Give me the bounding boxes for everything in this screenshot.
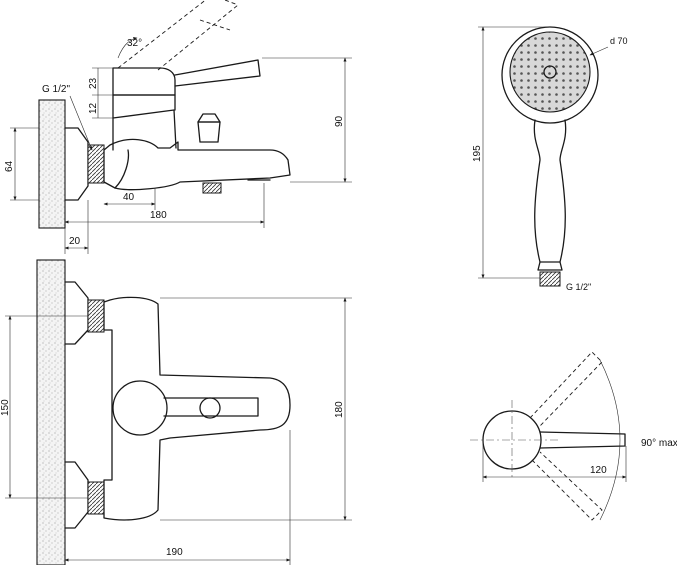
thread-nut	[87, 144, 105, 184]
nut-lower	[87, 481, 105, 515]
shower-head-view: d 70 195 G 1/2"	[472, 26, 628, 292]
dim-20-label: 20	[69, 236, 81, 247]
lever-base	[112, 67, 176, 96]
lever-arm-top	[539, 431, 626, 449]
diverter-knob	[197, 121, 221, 143]
dim-195-label: 195	[472, 145, 483, 162]
dim-120-label: 120	[590, 465, 607, 476]
handle-end	[537, 261, 563, 271]
mixer-body	[103, 138, 291, 191]
dim-180-front-label: 180	[334, 401, 345, 418]
thread-label-shower: G 1/2"	[566, 282, 591, 292]
dim-12-label: 12	[88, 102, 99, 114]
dim-23-label: 23	[88, 77, 99, 89]
escutcheon-lower	[64, 461, 89, 529]
side-view: 32° 23 12 G 1/2" 64 90 40 180 20	[4, 0, 352, 254]
lever-arm	[174, 59, 261, 87]
hose-connector	[539, 271, 561, 287]
wall-section	[38, 99, 66, 229]
dim-150-label: 150	[0, 399, 11, 416]
dim-190-label: 190	[166, 547, 183, 558]
escutcheon-upper	[64, 281, 89, 345]
mixer-body-front	[103, 296, 291, 521]
lever-raised-detail	[199, 19, 231, 31]
lever-cap-circle	[112, 380, 168, 436]
thread-label-side: G 1/2"	[42, 84, 70, 95]
angle-arc	[117, 37, 138, 59]
escutcheon	[64, 127, 89, 201]
front-view: 150 180 190	[0, 259, 352, 565]
dim-180-label: 180	[150, 210, 167, 221]
diverter-circle	[199, 397, 221, 419]
thread-leader	[69, 95, 93, 151]
lever-top-view: 90° max 120	[470, 351, 677, 521]
lever-rotated-down	[531, 451, 603, 521]
shower-head-face	[509, 31, 591, 113]
shower-head-center	[543, 65, 557, 79]
wall-front	[36, 259, 66, 565]
shower-handle	[533, 119, 567, 263]
lever-arm-front	[163, 397, 259, 417]
angle-label: 32°	[127, 38, 142, 49]
dim-64-label: 64	[4, 160, 15, 172]
diameter-label: d 70	[610, 36, 628, 46]
rotation-label: 90° max	[641, 438, 677, 449]
outlet-aerator	[202, 182, 222, 194]
lever-raised-outline	[117, 0, 239, 71]
cartridge-column	[112, 109, 177, 151]
rotation-arc	[599, 359, 621, 521]
dim-90-label: 90	[334, 115, 345, 127]
body-curve	[114, 149, 130, 189]
lever-rotated-up	[529, 351, 603, 429]
nut-upper	[87, 299, 105, 333]
diameter-leader	[589, 46, 609, 56]
diverter-top	[197, 113, 221, 123]
dim-40-label: 40	[123, 192, 135, 203]
